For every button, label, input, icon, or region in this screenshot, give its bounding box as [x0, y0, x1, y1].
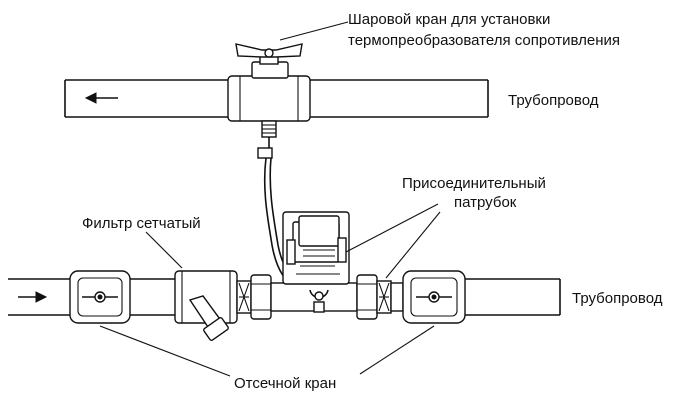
left-coupling — [236, 274, 272, 320]
flow-arrow-right-icon — [18, 291, 48, 303]
ball-valve-label-line1: Шаровой кран для установки — [348, 11, 550, 28]
mesh-filter — [174, 270, 238, 341]
shutoff-valve-label: Отсечной кран — [234, 375, 336, 392]
valve-handle-icon — [235, 43, 303, 58]
connector-label-line2: патрубок — [454, 194, 517, 211]
flow-arrow-left-icon — [84, 92, 118, 104]
pipeline-right-label: Трубопровод — [572, 290, 663, 307]
pipeline-top-label: Трубопровод — [508, 92, 599, 109]
sensor-fitting — [257, 120, 277, 159]
right-coupling — [356, 274, 404, 320]
top-ball-valve — [227, 53, 311, 122]
filter-label: Фильтр сетчатый — [82, 215, 201, 232]
leader-lines — [99, 21, 441, 377]
connector-label-line1: Присоединительный — [402, 175, 546, 192]
ball-valve-label-line2: термопреобразователя сопротивления — [348, 32, 620, 49]
flowmeter-body — [270, 211, 358, 313]
right-shutoff-valve — [402, 270, 466, 324]
bottom-pipeline — [8, 278, 561, 316]
left-shutoff-valve — [69, 270, 131, 324]
